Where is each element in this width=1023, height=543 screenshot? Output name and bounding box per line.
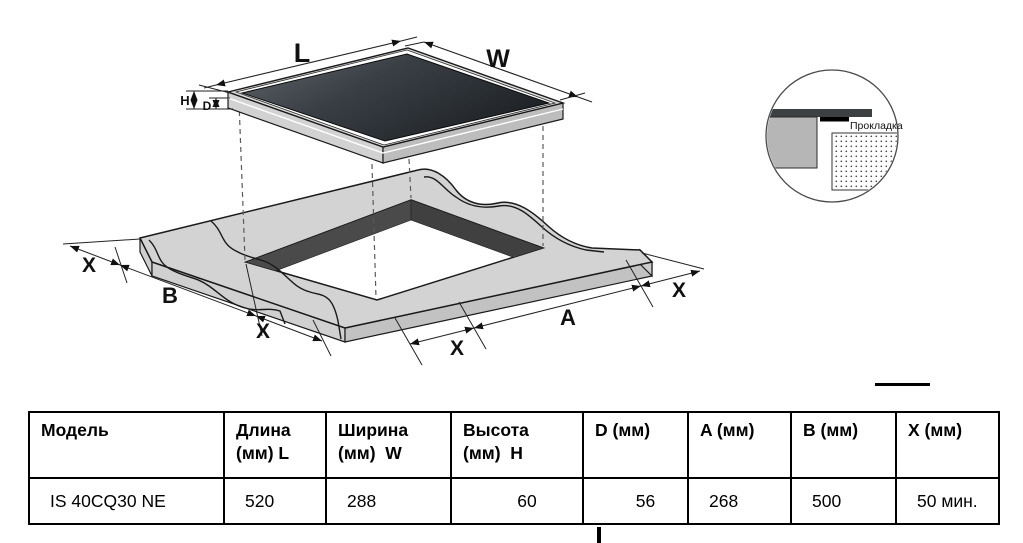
header-a: A (мм) xyxy=(687,411,792,479)
cell-b: 500 xyxy=(790,477,897,525)
gasket-label: Прокладка xyxy=(850,120,903,132)
header-width: Ширина(мм) W xyxy=(325,411,452,479)
callout-glass-panel xyxy=(767,109,872,117)
cell-height: 60 xyxy=(450,477,584,525)
cooktop xyxy=(225,47,566,164)
dim-lines-right xyxy=(394,252,705,366)
dim-label-h: H xyxy=(180,93,189,108)
dim-label-w: W xyxy=(486,45,510,73)
projection-lines xyxy=(238,101,544,299)
cell-a: 268 xyxy=(687,477,792,525)
cell-length: 520 xyxy=(223,477,327,525)
cooktop-side-highlight xyxy=(227,97,564,154)
dim-label-l: L xyxy=(294,38,311,68)
dim-lines-left xyxy=(62,238,332,357)
cell-width: 288 xyxy=(325,477,452,525)
header-x: X (мм) xyxy=(895,411,1000,479)
page-mark-bottom xyxy=(597,527,601,543)
header-length: Длина(мм) L xyxy=(223,411,327,479)
dim-label-x-left-bottom: X xyxy=(256,320,270,343)
cell-d: 56 xyxy=(582,477,689,525)
dim-label-x-left: X xyxy=(82,254,96,277)
dim-label-d: D xyxy=(203,99,212,113)
header-d: D (мм) xyxy=(582,411,689,479)
header-b: B (мм) xyxy=(790,411,897,479)
separator-mark xyxy=(875,383,930,386)
dim-label-x-right: X xyxy=(672,279,686,302)
callout-gasket xyxy=(820,117,849,122)
installation-diagram: L W H D X B X xyxy=(62,36,930,386)
dimensions-table: Модель Длина(мм) L Ширина(мм) W Высота(м… xyxy=(28,411,1000,525)
dim-label-b: B xyxy=(162,283,178,308)
table-data-row: IS 40CQ30 NE 520 288 60 56 268 500 50 ми… xyxy=(28,477,1000,525)
header-model: Модель xyxy=(28,411,225,479)
dim-lines-hd xyxy=(186,90,233,110)
cell-model: IS 40CQ30 NE xyxy=(28,477,225,525)
gasket-callout: Прокладка xyxy=(765,69,903,203)
dim-label-a: A xyxy=(560,305,576,330)
cell-x: 50 мин. xyxy=(895,477,1000,525)
header-height: Высота(мм) H xyxy=(450,411,584,479)
table-header-row: Модель Длина(мм) L Ширина(мм) W Высота(м… xyxy=(28,411,1000,479)
dim-lines-top xyxy=(198,36,593,103)
callout-hob-body xyxy=(767,116,818,169)
dim-label-x-bottom: X xyxy=(450,337,464,360)
